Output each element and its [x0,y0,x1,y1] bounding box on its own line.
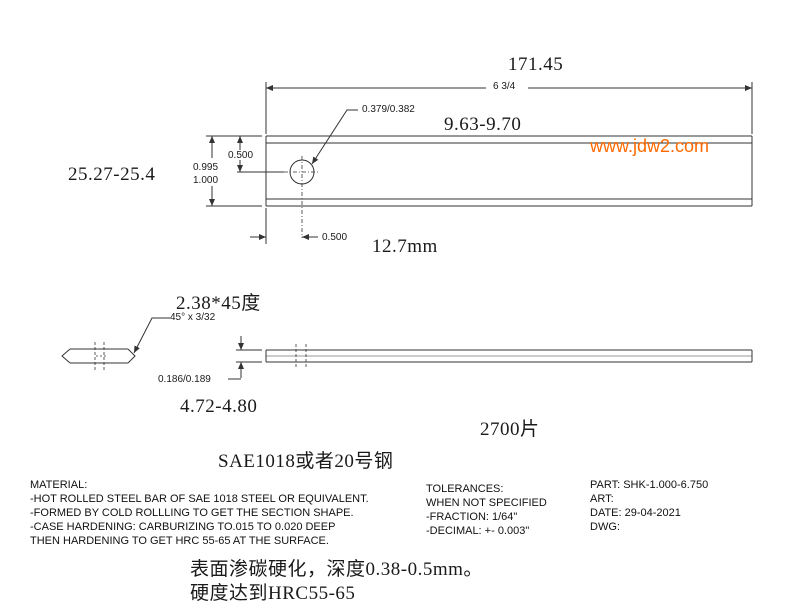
chinese-note-hardness: 硬度达到HRC55-65 [190,583,356,604]
tolerance-line: WHEN NOT SPECIFIED [426,497,547,509]
material-line: -FORMED BY COLD ROLLLING TO GET THE SECT… [30,507,354,519]
hole-diameter-in: 0.379/0.382 [362,104,415,115]
material-line: THEN HARDENING TO GET HRC 55-65 AT THE S… [30,535,329,547]
width-mm: 25.27-25.4 [68,164,156,185]
part-info-line: DATE: 29-04-2021 [590,507,681,519]
plate-top-view [265,135,753,207]
tolerance-notes: TOLERANCES: WHEN NOT SPECIFIED -FRACTION… [426,482,547,538]
chamfer-mm: 2.38*45度 [176,293,261,314]
plate-side-view [265,344,753,368]
hole-offset-x-in: 0.500 [322,232,348,243]
width-in-lower: 1.000 [193,175,219,186]
quantity: 2700片 [480,419,540,440]
thickness-mm: 4.72-4.80 [180,396,258,417]
material-line: MATERIAL: [30,479,88,491]
thickness-in: 0.186/0.189 [158,374,211,385]
chamfer-in: 45° x 3/32 [170,312,216,323]
chamfer-detail [61,342,136,370]
material-notes: MATERIAL: -HOT ROLLED STEEL BAR OF SAE 1… [30,478,369,548]
chinese-note-hardening-depth: 表面渗碳硬化，深度0.38-0.5mm。 [190,559,483,580]
overall-length-mm: 171.45 [508,54,564,75]
overall-length-in: 6 3/4 [493,81,516,92]
hole-offset-y-in: 0.500 [228,150,254,161]
part-info-line: DWG: [590,521,620,533]
watermark: www.jdw2.com [590,136,710,156]
material-line: -CASE HARDENING: CARBURIZING TO.015 TO 0… [30,521,336,533]
tolerance-line: -DECIMAL: +- 0.003" [426,525,530,537]
tolerance-line: -FRACTION: 1/64" [426,511,518,523]
part-info-line: ART: [590,493,614,505]
steel-grade: SAE1018或者20号钢 [218,451,394,472]
material-line: -HOT ROLLED STEEL BAR OF SAE 1018 STEEL … [30,493,369,505]
part-info-line: PART: SHK-1.000-6.750 [590,479,709,491]
hole-offset-x-mm: 12.7mm [372,236,438,257]
tolerance-line: TOLERANCES: [426,483,504,495]
part-info: PART: SHK-1.000-6.750 ART: DATE: 29-04-2… [590,478,708,534]
width-in-upper: 0.995 [193,162,219,173]
hole-diameter-mm: 9.63-9.70 [444,114,522,135]
